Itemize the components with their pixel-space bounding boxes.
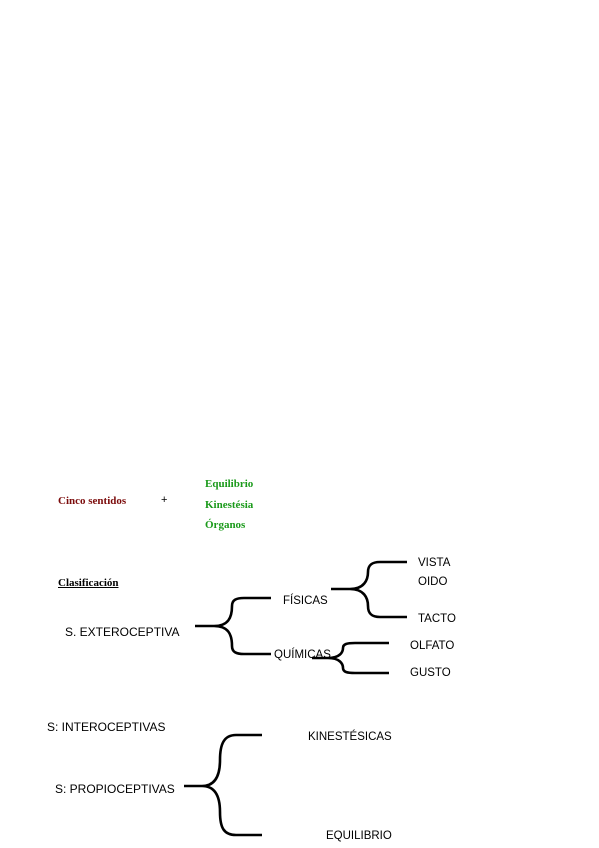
extra-sense-kinestesia: Kinestésia (205, 498, 254, 511)
extra-sense-equilibrio: Equilibrio (205, 478, 254, 490)
bracket-exteroceptiva (195, 596, 271, 656)
fisicas-item-vista: VISTA (418, 557, 451, 569)
bracket-quimicas (312, 641, 389, 675)
propioceptivas-item-kinestesicas: KINESTÉSICAS (308, 731, 392, 743)
bracket-fisicas (331, 560, 407, 619)
extra-sense-organos: Órganos (205, 519, 246, 531)
quimicas-item-gusto: GUSTO (410, 667, 451, 679)
extra-senses-list: Equilibrio Kinestésia Órganos (205, 474, 253, 536)
propioceptivas-label: S: PROPIOCEPTIVAS (55, 782, 175, 796)
classification-heading: Clasificación (58, 577, 119, 589)
quimicas-item-olfato: OLFATO (410, 640, 455, 652)
quimicas-label: QUÍMICAS (274, 649, 331, 661)
cinco-sentidos-label: Cinco sentidos (58, 495, 127, 507)
exteroceptiva-label: S. EXTEROCEPTIVA (65, 625, 180, 639)
propioceptivas-item-equilibrio: EQUILIBRIO (326, 830, 392, 842)
plus-sign: + (161, 494, 168, 506)
fisicas-label: FÍSICAS (283, 595, 328, 607)
fisicas-item-oido: OIDO (418, 576, 448, 588)
bracket-propioceptivas (184, 733, 262, 837)
fisicas-item-tacto: TACTO (418, 613, 456, 625)
interoceptivas-label: S: INTEROCEPTIVAS (47, 720, 166, 734)
